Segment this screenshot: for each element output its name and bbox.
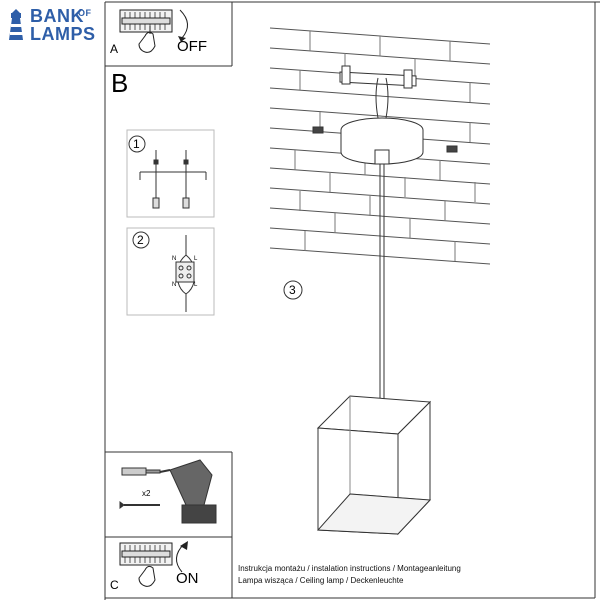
off-arrow-head-icon — [178, 36, 186, 42]
step2-wiring-detail — [126, 227, 215, 316]
bank-of-lamps-logo: BANK OF LAMPS — [4, 4, 104, 46]
step1-bracket-detail — [126, 129, 215, 218]
step2-label: 2 — [137, 233, 144, 247]
cube-lamp-shade — [316, 395, 432, 536]
drill-and-anchors — [119, 459, 217, 524]
step3-label: 3 — [289, 283, 296, 297]
step-b-label: B — [111, 68, 129, 98]
wire-l-bottom: L — [194, 282, 198, 288]
wire-n-top: N — [172, 256, 177, 262]
off-label: OFF — [177, 38, 207, 55]
logo-word-of: OF — [78, 8, 92, 18]
footer-product: Lampa wisząca / Ceiling lamp / Deckenleu… — [238, 576, 404, 585]
mounting-screw-icon — [312, 126, 458, 153]
fuse-box-on — [119, 542, 173, 587]
logo-word-lamps: LAMPS — [30, 24, 96, 44]
ceiling-bracket — [339, 65, 417, 119]
lighthouse-icon — [9, 9, 23, 40]
step1-label: 1 — [133, 137, 140, 151]
ceiling-canopy — [340, 117, 424, 165]
on-arrow-icon — [176, 543, 185, 573]
wire-n-bottom: N — [172, 282, 177, 288]
wire-l-top: L — [194, 256, 198, 262]
on-label: ON — [176, 570, 199, 587]
on-arrow-head-icon — [180, 541, 188, 550]
footer-instructions: Instrukcja montażu / instalation instruc… — [238, 564, 461, 573]
step-c-label: C — [110, 578, 119, 592]
logo-word-bank: BANK — [30, 6, 84, 26]
step3-circle — [283, 280, 303, 300]
off-arrow-icon — [179, 9, 188, 39]
step-a-label: A — [110, 42, 119, 56]
page-frame — [104, 1, 600, 600]
anchor-quantity: x2 — [142, 489, 151, 498]
fuse-box-off — [119, 9, 173, 53]
